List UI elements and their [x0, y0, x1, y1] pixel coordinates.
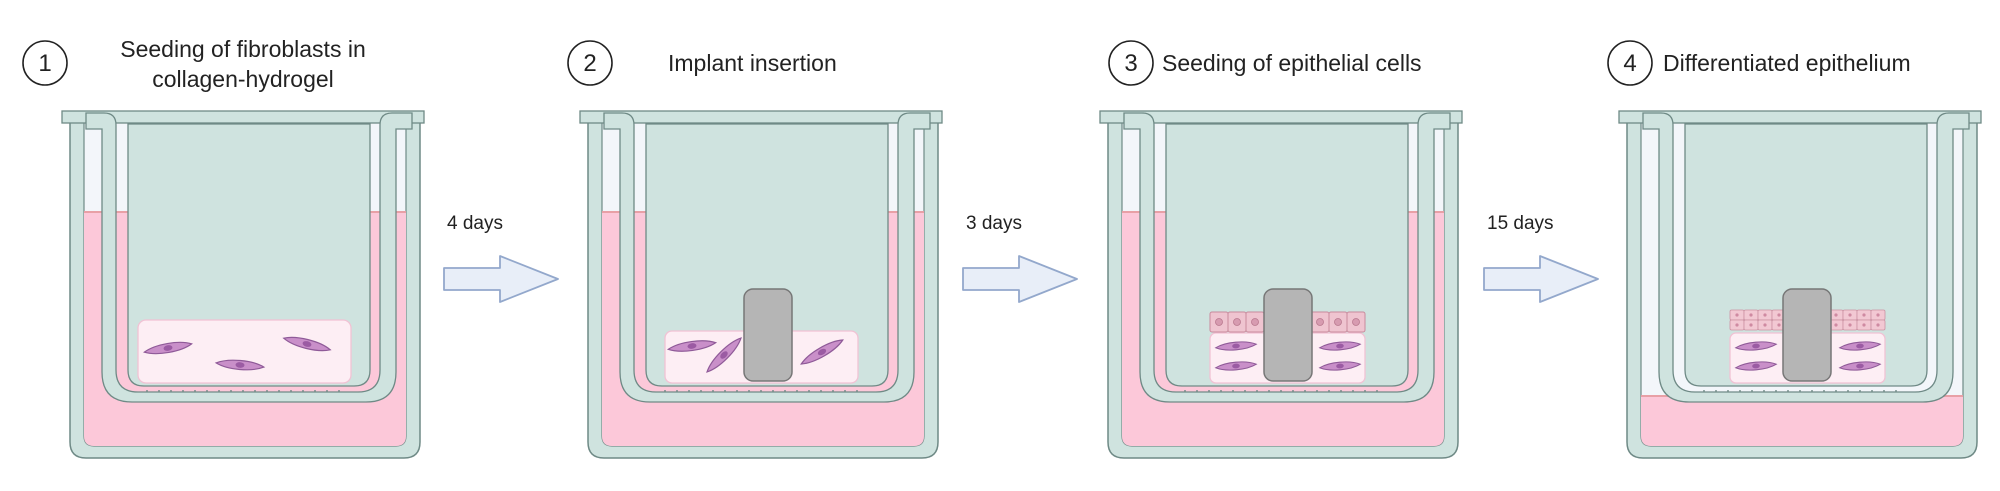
step-4-implant — [1782, 288, 1832, 382]
step-3-title: Seeding of epithelial cells — [1162, 50, 1422, 76]
step-2-number-badge: 2 — [567, 40, 613, 86]
transition-1: 4 days — [443, 213, 559, 303]
epithelial-cell — [1209, 311, 1229, 333]
step-4-number-badge: 4 — [1607, 40, 1653, 86]
step-4: 4 Differentiated epithelium — [1607, 40, 1982, 459]
transition-1-arrow — [443, 255, 559, 303]
epithelial-cell — [1346, 311, 1366, 333]
step-3-well-rim — [1099, 110, 1463, 124]
epithelial-cell — [1227, 311, 1247, 333]
step-3-culture-well — [1099, 110, 1463, 459]
transition-2-label: 3 days — [966, 213, 1022, 234]
step-3-implant — [1263, 288, 1313, 382]
step-1-number-badge: 1 — [22, 40, 68, 86]
step-3-cell-insert — [1123, 112, 1451, 403]
step-1-well-rim — [61, 110, 425, 124]
step-1-culture-well — [61, 110, 425, 459]
step-4-well-rim — [1618, 110, 1982, 124]
transition-3-label: 15 days — [1487, 213, 1554, 234]
step-1-number: 1 — [38, 50, 51, 77]
step-2-title: Implant insertion — [668, 50, 837, 76]
step-1: 1 Seeding of fibroblasts in collagen-hyd… — [22, 36, 425, 459]
step-2-cell-insert — [603, 112, 931, 403]
epithelial-cell — [1310, 311, 1330, 333]
transition-2: 3 days — [962, 213, 1078, 303]
step-4-culture-well — [1618, 110, 1982, 459]
epithelial-cell — [1328, 311, 1348, 333]
step-3-number: 3 — [1124, 50, 1137, 77]
step-1-title-line-2: collagen-hydrogel — [152, 66, 334, 92]
step-2-culture-well — [579, 110, 943, 459]
transition-1-label: 4 days — [447, 213, 503, 234]
step-3: 3 Seeding of epithelial cells — [1099, 40, 1463, 459]
step-4-number: 4 — [1623, 50, 1636, 77]
epithelial-cell — [1245, 311, 1265, 333]
step-1-title-line-1: Seeding of fibroblasts in — [120, 36, 366, 62]
transition-3-arrow — [1483, 255, 1599, 303]
step-2-number: 2 — [583, 50, 596, 77]
step-2: 2 Implant insertion — [567, 40, 943, 459]
step-4-title: Differentiated epithelium — [1663, 50, 1911, 76]
step-4-medium — [1641, 396, 1963, 446]
transition-2-arrow — [962, 255, 1078, 303]
transition-3: 15 days — [1483, 213, 1599, 303]
step-2-implant — [743, 288, 793, 382]
step-1-hydrogel — [137, 319, 352, 384]
step-2-well-rim — [579, 110, 943, 124]
step-4-cell-insert — [1642, 112, 1970, 403]
step-3-number-badge: 3 — [1108, 40, 1154, 86]
